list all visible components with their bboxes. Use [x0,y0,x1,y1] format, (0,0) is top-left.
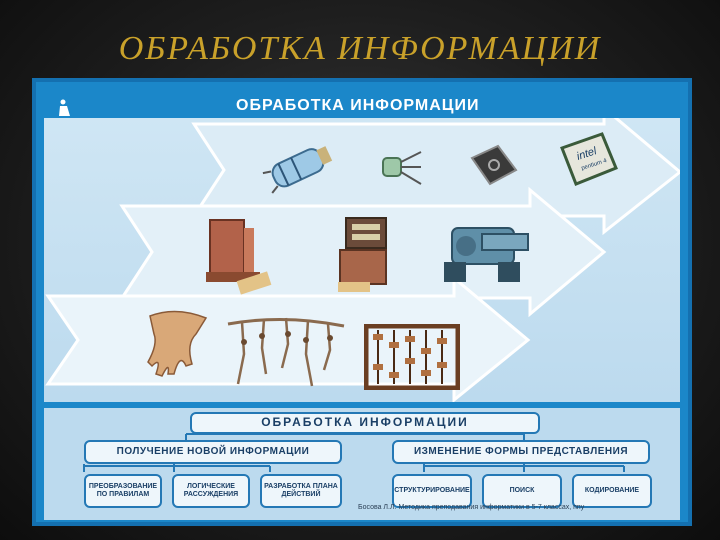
knotted-cords-icon [227,317,345,387]
schema-right-child-3: КОДИРОВАНИЕ [572,474,652,508]
timeline-panel: intel pentium 4 [44,118,680,402]
vacuum-tube-icon [262,146,333,194]
schema-right-box: ИЗМЕНЕНИЕ ФОРМЫ ПРЕДСТАВЛЕНИЯ [392,440,650,464]
transistor-icon [382,151,422,185]
schema-left-box: ПОЛУЧЕНИЕ НОВОЙ ИНФОРМАЦИИ [84,440,342,464]
figure-icon [59,99,70,116]
abacus-icon [364,324,460,390]
schema-root-box: ОБРАБОТКА ИНФОРМАЦИИ [190,412,540,434]
intel-pentium-processor-icon: intel pentium 4 [560,132,618,186]
schema-right-child-2: ПОИСК [482,474,562,508]
mechanical-calculator-icon [338,217,387,292]
microchip-icon [470,144,518,186]
schema-left-child-1: ПРЕОБРАЗОВАНИЕ ПО ПРАВИЛАМ [84,474,162,508]
schema-panel: ОБРАБОТКА ИНФОРМАЦИИ ПОЛУЧЕНИЕ НОВОЙ ИНФ… [44,408,680,520]
poster-heading: ОБРАБОТКА ИНФОРМАЦИИ [236,97,480,114]
slide-title: ОБРАБОТКА ИНФОРМАЦИИ [118,30,602,67]
schema-left-child-2: ЛОГИЧЕСКИЕ РАССУЖДЕНИЯ [172,474,250,508]
tabulating-machine-icon [206,219,272,295]
schema-left-child-3: РАЗРАБОТКА ПЛАНА ДЕЙСТВИЙ [260,474,342,508]
hand-icon [147,310,208,377]
arithmometer-icon [444,227,529,282]
poster: ОБРАБОТКА ИНФОРМАЦИИ [32,78,692,526]
source-caption: Босова Л.Л. Методика преподавания информ… [358,504,585,511]
poster-header: ОБРАБОТКА ИНФОРМАЦИИ [46,88,676,118]
timeline-arrow-top [191,118,680,236]
schema-connectors [83,433,625,472]
schema-right-child-1: СТРУКТУРИРОВАНИЕ [392,474,472,508]
